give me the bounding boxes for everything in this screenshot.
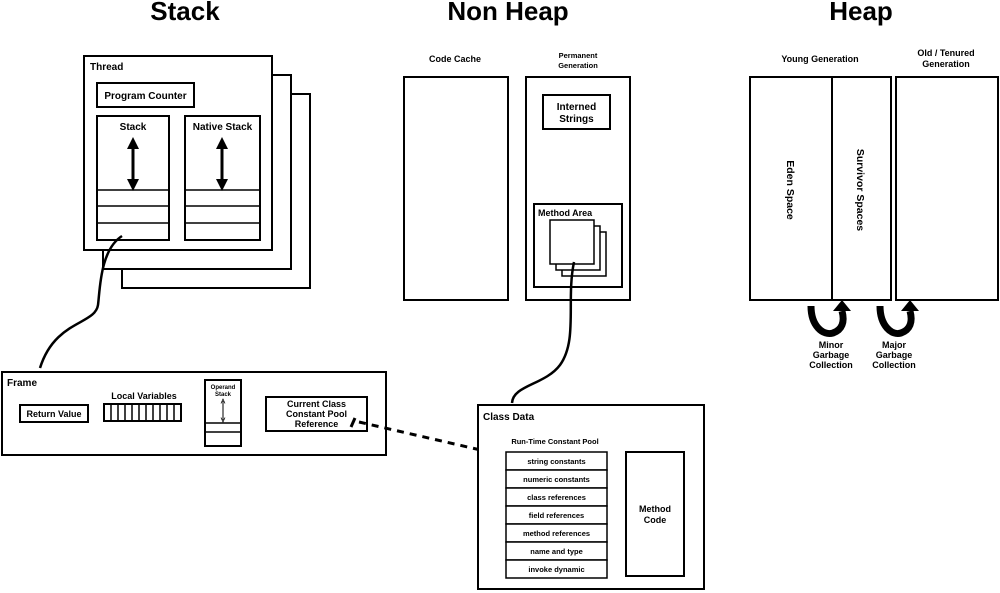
program-counter-box [96,82,195,108]
thread-to-frame-connector [38,234,123,369]
major-gc-arrow-icon [876,305,915,337]
permanent-generation-label: Generation [558,61,598,70]
rtcp-item-label: field references [529,511,584,520]
survivor-spaces-label: Survivor Spaces [854,149,866,231]
rtcp-item-label: string constants [527,457,585,466]
return-value-box [19,404,89,423]
stack-label: Stack [120,122,147,133]
major-gc-label: Major [882,340,907,350]
major-gc-label: Garbage [876,350,913,360]
native-stack-label: Native Stack [193,122,253,133]
method-area-label: Method Area [538,208,593,218]
frame-title: Frame [7,378,37,389]
program-counter-label: Program Counter [104,91,186,102]
rtcp-item-label: invoke dynamic [528,565,584,574]
local-variables-array [103,403,182,422]
local-variables-box [103,403,182,422]
operand-stack-label: Stack [215,392,232,398]
survivor-spaces-box [831,76,892,301]
thread-title: Thread [90,62,123,73]
operand-stack-label: Operand [211,385,236,391]
heap-group: Young Generation Old / Tenured Generatio… [749,48,999,370]
interned-strings-label: Interned [557,102,596,113]
old-generation-label: Old / Tenured [917,48,974,58]
minor-gc-label: Minor [819,340,844,350]
section-title-non-heap: Non Heap [447,0,568,26]
class-stack-front [549,219,595,265]
rtcp-item-label: class references [527,493,586,502]
non-heap-group: Code Cache Permanent Generation Interned… [403,51,631,301]
interned-strings-box [542,94,611,130]
section-title-heap: Heap [829,0,893,26]
rtcp-item [505,559,608,579]
rtcp-title: Run-Time Constant Pool [511,437,598,446]
minor-gc-arrowhead [833,300,851,311]
local-variables-label: Local Variables [111,391,177,401]
class-data-title: Class Data [483,412,535,423]
rtcp-item-label: numeric constants [523,475,590,484]
thread-group: Thread Program Counter Stack Native Stac… [83,55,311,289]
old-generation-box [895,76,999,301]
return-value-label: Return Value [26,409,81,419]
ccp-reference-label: Current Class [287,399,346,409]
minor-gc-label: Collection [809,360,853,370]
eden-space-label: Eden Space [784,160,796,220]
major-gc-label: Collection [872,360,916,370]
section-title-stack: Stack [150,0,220,26]
rtcp-list: string constants numeric constants class r… [505,451,608,579]
method-area-to-class-data-connector [510,261,576,404]
frame-group: Frame Return Value Local Variables Opera… [1,371,387,456]
old-generation-label: Generation [922,59,970,69]
ccp-reference-tick [349,417,357,428]
method-code-label: Method [639,504,671,514]
interned-strings-label: Strings [559,114,594,125]
ccp-reference-box [265,396,368,432]
code-cache-box [403,76,509,301]
class-data-group: Class Data Run-Time Constant Pool string… [477,404,705,590]
code-cache-label: Code Cache [429,54,481,64]
method-code-label: Code [644,515,667,525]
method-code-box [625,451,685,577]
ccp-reference-label: Reference [295,419,339,429]
minor-gc-label: Garbage [813,350,850,360]
permanent-generation-label: Permanent [559,51,598,60]
rtcp-item-label: name and type [530,547,583,556]
minor-gc-arrow-icon [807,305,847,337]
ccp-reference-label: Constant Pool [286,409,347,419]
major-gc-arrowhead [901,300,919,311]
ccp-to-rtcp-dashed-arrow [358,420,498,454]
young-generation-label: Young Generation [781,54,858,64]
rtcp-item-label: method references [523,529,590,538]
